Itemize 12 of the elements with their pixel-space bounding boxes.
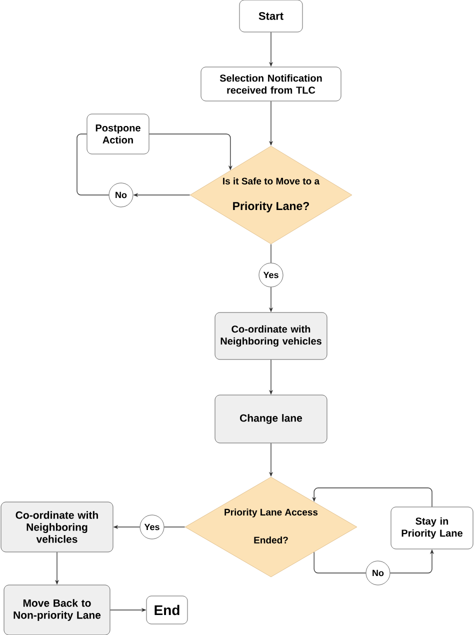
process-box: Postpone Action — [86, 114, 150, 154]
process-box: Co-ordinate with Neighboring vehicles — [0, 502, 114, 552]
process-box: Selection Notification received from TLC — [200, 66, 342, 102]
process-box: End — [146, 596, 188, 624]
connector-line — [314, 552, 366, 574]
process-box: Move Back to Non-priority Lane — [4, 584, 110, 635]
process-box: Stay in Priority Lane — [390, 506, 474, 550]
connector-line — [164, 526, 186, 528]
process-box: Start — [239, 0, 303, 32]
process-box: Co-ordinate with Neighboring vehicles — [214, 312, 328, 360]
process-box: Change lane — [214, 394, 328, 444]
connector-line — [270, 244, 272, 264]
